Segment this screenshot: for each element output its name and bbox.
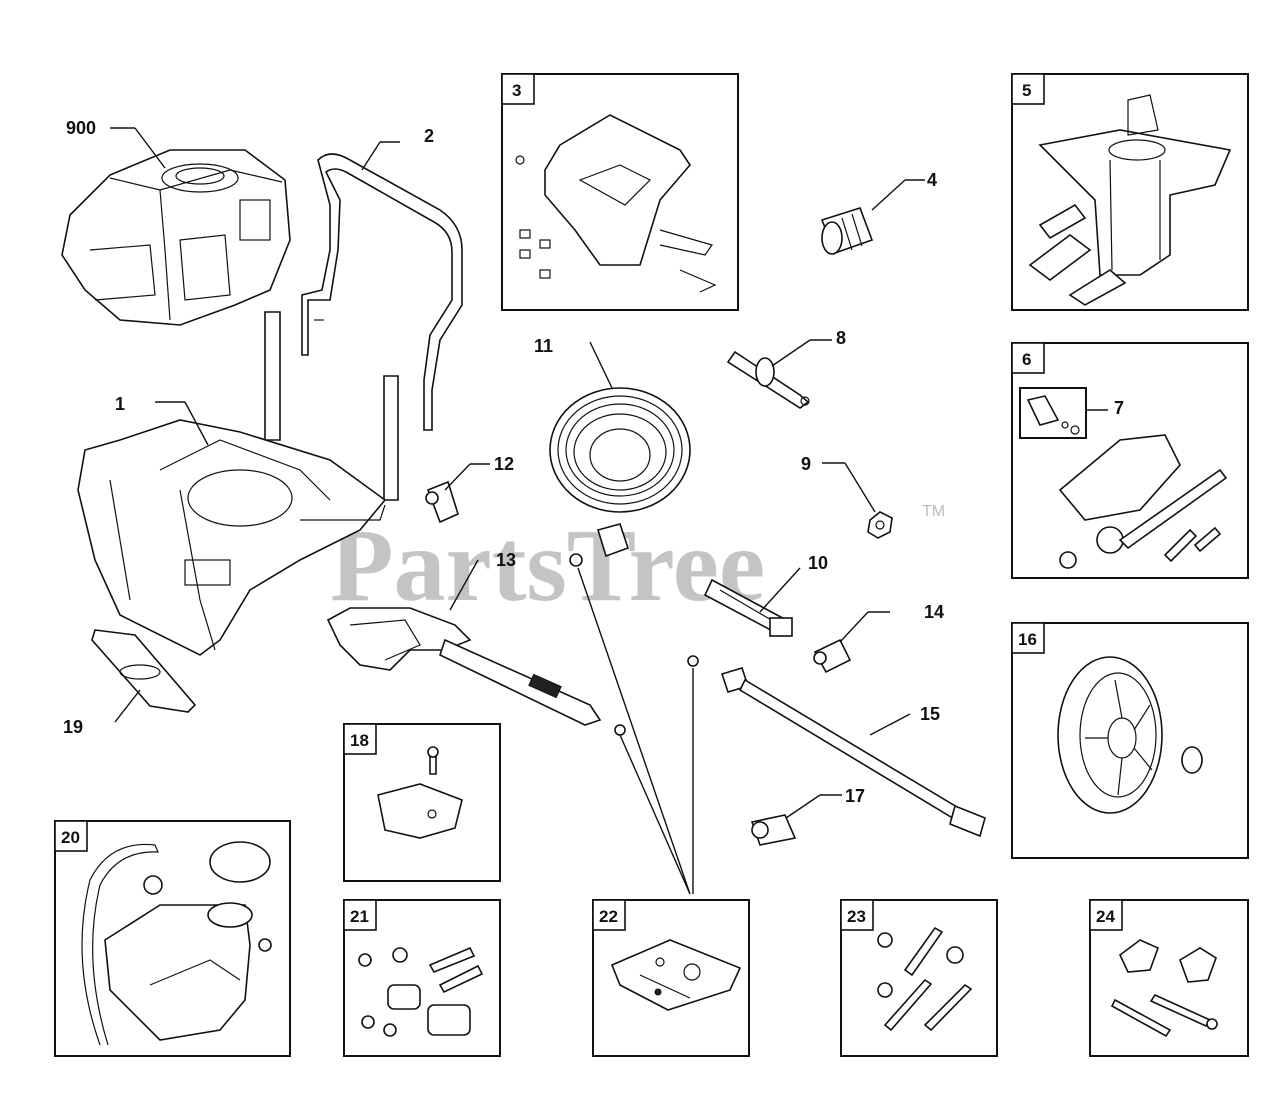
box-18[interactable]: 18: [343, 723, 501, 882]
box-22[interactable]: 22: [592, 899, 750, 1057]
part-19-plate[interactable]: [91, 629, 197, 713]
part-12-fitting[interactable]: [425, 480, 459, 524]
callout-12: 12: [494, 454, 514, 474]
box-21[interactable]: 21: [343, 899, 501, 1057]
box-22-label: 22: [599, 907, 618, 926]
callout-19: 19: [63, 717, 83, 737]
callout-11: 11: [534, 336, 553, 356]
callout-13: 13: [496, 550, 516, 570]
part-10-strap[interactable]: [703, 578, 793, 638]
callout-1: 1: [115, 394, 125, 414]
callout-10: 10: [808, 553, 828, 573]
callout-9: 9: [801, 454, 811, 474]
box-23[interactable]: 23: [840, 899, 998, 1057]
part-8-shaft[interactable]: [726, 350, 810, 409]
part-9-nut[interactable]: [867, 511, 893, 539]
callout-7: 7: [1114, 398, 1124, 418]
box-16[interactable]: 16: [1011, 622, 1249, 859]
box-3[interactable]: 3: [501, 73, 739, 311]
callout-17: 17: [845, 786, 865, 806]
part-11-hose[interactable]: [549, 387, 691, 567]
callout-4: 4: [927, 170, 937, 190]
box-24[interactable]: 24: [1089, 899, 1249, 1057]
part-14-nozzle[interactable]: [813, 638, 852, 674]
box-24-label: 24: [1096, 907, 1115, 926]
box-18-label: 18: [350, 731, 369, 750]
box-5-label: 5: [1022, 81, 1031, 100]
part-2-handle[interactable]: [301, 153, 463, 431]
box-20[interactable]: 20: [54, 820, 291, 1057]
box-23-label: 23: [847, 907, 866, 926]
part-15-wand[interactable]: [687, 655, 986, 838]
box-5[interactable]: 5: [1011, 73, 1249, 311]
part-1-frame[interactable]: [77, 311, 399, 656]
box-6[interactable]: 6: [1011, 342, 1249, 579]
part-4[interactable]: [820, 207, 874, 255]
callout-15: 15: [920, 704, 940, 724]
box-21-label: 21: [350, 907, 369, 926]
callout-14: 14: [924, 602, 944, 622]
box-6-label: 6: [1022, 350, 1031, 369]
box-20-label: 20: [61, 828, 80, 847]
box-3-label: 3: [512, 81, 521, 100]
part-17-fitting[interactable]: [750, 814, 797, 846]
callout-2: 2: [424, 126, 434, 146]
part-900-engine[interactable]: [61, 149, 291, 326]
watermark: PartsTree: [330, 508, 765, 623]
box-16-label: 16: [1018, 630, 1037, 649]
part-13-gun[interactable]: [326, 607, 626, 736]
callout-8: 8: [836, 328, 846, 348]
watermark-tm: TM: [922, 503, 945, 520]
callout-900: 900: [66, 118, 96, 138]
